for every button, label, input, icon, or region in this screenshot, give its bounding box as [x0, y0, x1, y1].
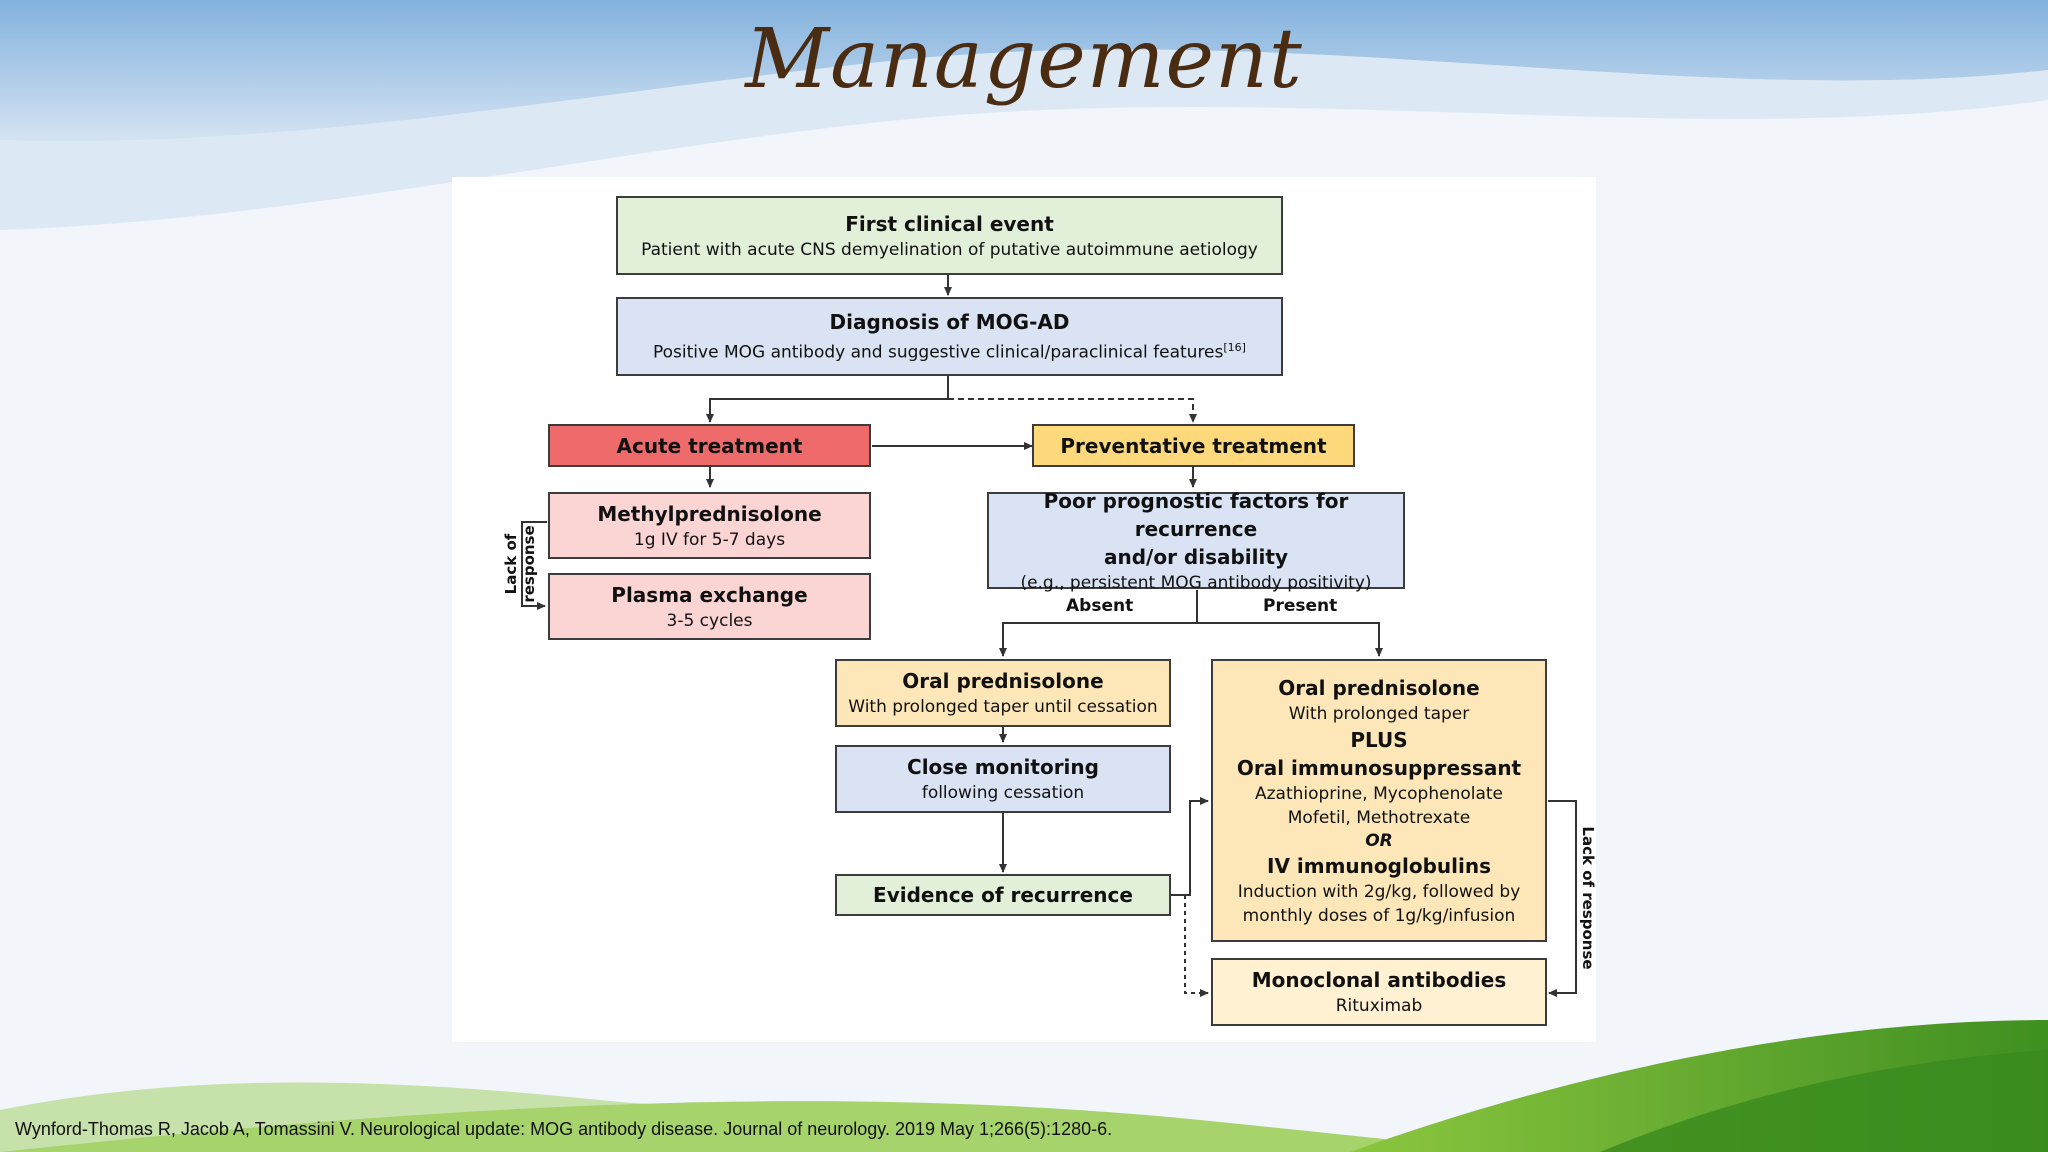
plus-label: PLUS [1350, 727, 1408, 752]
oral-prednisolone-absent-title: Oral prednisolone [902, 669, 1104, 693]
or-label: OR [1365, 830, 1393, 851]
slide-title: Management [745, 12, 1303, 107]
citation: Wynford-Thomas R, Jacob A, Tomassini V. … [15, 1119, 1113, 1139]
close-monitoring-title: Close monitoring [907, 755, 1099, 779]
monoclonal-antibodies-title: Monoclonal antibodies [1251, 968, 1507, 992]
preventative-treatment-title: Preventative treatment [1060, 433, 1327, 458]
first-clinical-event-subtitle: Patient with acute CNS demyelination of … [641, 239, 1258, 260]
evidence-of-recurrence-title: Evidence of recurrence [873, 883, 1133, 907]
first-clinical-event-title: First clinical event [845, 211, 1054, 236]
iv-immunoglobulins-title: IV immunoglobulins [1267, 853, 1491, 878]
prognostic-factors-title-line2: and/or disability [1104, 544, 1288, 569]
oral-prednisolone-absent-box: Oral prednisolone With prolonged taper u… [835, 659, 1171, 727]
methylprednisolone-box: Methylprednisolone 1g IV for 5-7 days [548, 492, 871, 559]
lack-of-response-label-right: Lack of response [1579, 826, 1597, 970]
prognostic-factors-title-line1: Poor prognostic factors for recurrence [1043, 488, 1349, 541]
diagnosis-title: Diagnosis of MOG-AD [829, 310, 1070, 335]
oral-immunosuppressant-line1: Azathioprine, Mycophenolate [1254, 783, 1504, 804]
diagnosis-reference: [16] [1223, 341, 1246, 355]
oral-prednisolone-absent-subtitle: With prolonged taper until cessation [848, 697, 1158, 717]
present-oral-prednisolone-subtitle: With prolonged taper [1288, 703, 1470, 724]
plasma-exchange-title: Plasma exchange [611, 582, 808, 607]
oral-immunosuppressant-title: Oral immunosuppressant [1236, 755, 1522, 780]
monoclonal-antibodies-subtitle: Rituximab [1335, 996, 1423, 1016]
first-clinical-event-box: First clinical event Patient with acute … [616, 196, 1283, 275]
diagnosis-subtitle: Positive MOG antibody and suggestive cli… [653, 342, 1224, 363]
evidence-of-recurrence-box: Evidence of recurrence [835, 874, 1171, 916]
methylprednisolone-title: Methylprednisolone [597, 501, 822, 526]
close-monitoring-box: Close monitoring following cessation [835, 745, 1171, 813]
present-label: Present [1263, 596, 1338, 616]
methylprednisolone-subtitle: 1g IV for 5-7 days [633, 529, 786, 550]
present-oral-prednisolone-title: Oral prednisolone [1278, 675, 1480, 700]
connector-lines [521, 274, 1577, 997]
iv-immunoglobulins-line1: Induction with 2g/kg, followed by [1237, 881, 1521, 902]
plasma-exchange-box: Plasma exchange 3-5 cycles [548, 573, 871, 640]
close-monitoring-subtitle: following cessation [921, 783, 1085, 803]
prognostic-factors-box: Poor prognostic factors for recurrence a… [987, 489, 1405, 593]
preventative-treatment-box: Preventative treatment [1032, 424, 1355, 467]
plasma-exchange-subtitle: 3-5 cycles [666, 610, 753, 631]
prognostic-factors-subtitle: (e.g., persistent MOG antibody positivit… [1020, 572, 1372, 593]
absent-label: Absent [1066, 596, 1134, 616]
acute-treatment-title: Acute treatment [616, 433, 803, 458]
diagnosis-subtitle-line: Positive MOG antibody and suggestive cli… [653, 336, 1246, 365]
present-treatment-box: Oral prednisolone With prolonged taper P… [1211, 659, 1547, 942]
diagnosis-box: Diagnosis of MOG-AD Positive MOG antibod… [616, 297, 1283, 376]
iv-immunoglobulins-line2: monthly doses of 1g/kg/infusion [1242, 905, 1516, 926]
lack-of-response-label-left: Lack of response [502, 525, 538, 603]
acute-treatment-box: Acute treatment [548, 424, 871, 467]
monoclonal-antibodies-box: Monoclonal antibodies Rituximab [1211, 958, 1547, 1026]
flowchart-panel: First clinical event Patient with acute … [452, 177, 1597, 1042]
oral-immunosuppressant-line2: Mofetil, Methotrexate [1287, 807, 1471, 828]
